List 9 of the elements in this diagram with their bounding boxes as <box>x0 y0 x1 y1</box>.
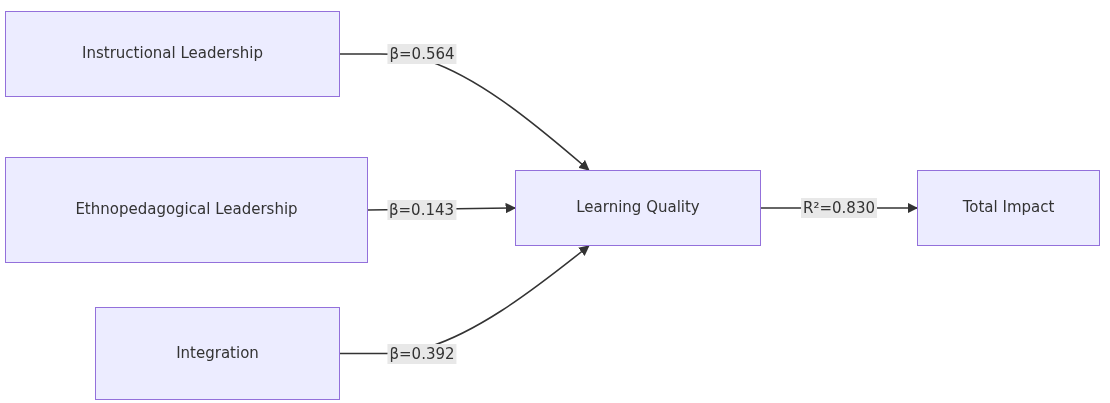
edge-label: R²=0.830 <box>801 198 877 218</box>
process-box: Instructional Leadership <box>5 11 340 97</box>
edge-label: β=0.564 <box>387 44 457 64</box>
process-box: Ethnopedagogical Leadership <box>5 157 368 263</box>
edge-label: β=0.143 <box>386 200 457 220</box>
process-box: Learning Quality <box>515 170 761 246</box>
process-box: Total Impact <box>917 170 1100 246</box>
process-box: Integration <box>95 307 340 400</box>
edge-label: β=0.392 <box>387 343 457 364</box>
